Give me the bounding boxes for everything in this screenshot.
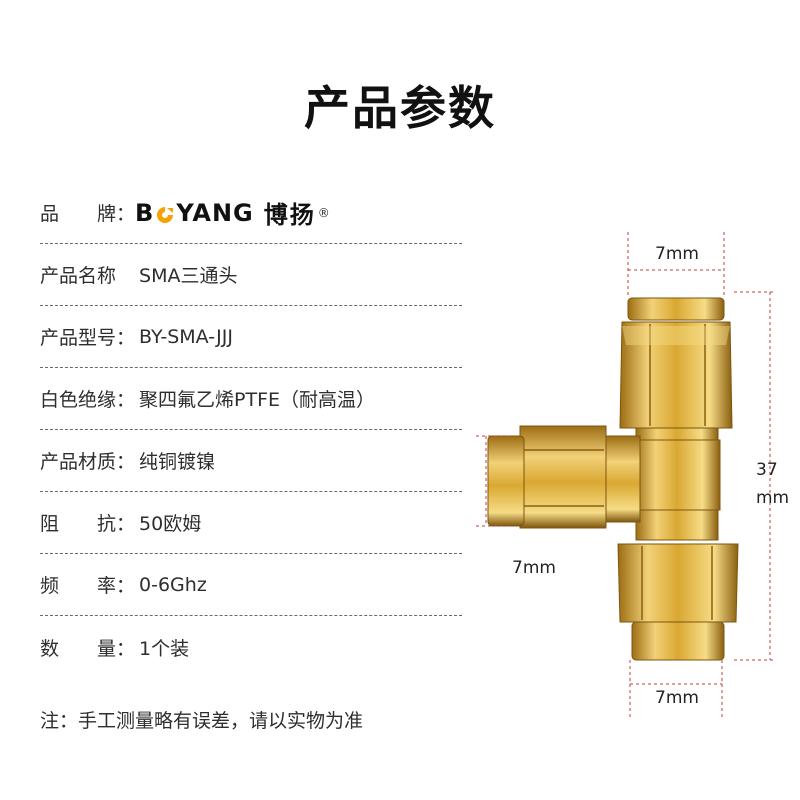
spec-value: 聚四氟乙烯PTFE（耐高温）	[139, 389, 376, 411]
spec-label: 阻 抗：	[40, 513, 136, 535]
dimension-side-width: 7mm	[512, 558, 556, 578]
spec-label: 频 率：	[40, 575, 136, 597]
spec-row-quantity: 数 量： 1个装	[40, 616, 462, 678]
measurement-note: 注：手工测量略有误差，请以实物为准	[40, 710, 364, 732]
dimension-height-value: 37	[756, 460, 778, 480]
spec-value: BY-SMA-JJJ	[139, 325, 233, 348]
brand-chinese-name: 博扬	[263, 201, 316, 229]
spec-label: 产品名称	[40, 265, 136, 287]
spec-row-impedance: 阻 抗： 50欧姆	[40, 492, 462, 554]
spec-row-model: 产品型号： BY-SMA-JJJ	[40, 306, 462, 368]
spec-value: SMA三通头	[139, 265, 238, 287]
spec-row-frequency: 频 率： 0-6Ghz	[40, 554, 462, 616]
tee-vertical-body	[617, 297, 739, 661]
spec-value: 0-6Ghz	[139, 573, 207, 596]
spec-value: 1个装	[139, 637, 190, 660]
tee-side-branch	[487, 425, 641, 529]
spec-label: 产品材质：	[40, 451, 136, 473]
spec-row-insulation: 白色绝缘： 聚四氟乙烯PTFE（耐高温）	[40, 368, 462, 430]
spec-value: 纯铜镀镍	[139, 451, 216, 473]
spec-row-material: 产品材质： 纯铜镀镍	[40, 430, 462, 492]
spec-label: 数 量：	[40, 637, 136, 660]
spec-label: 品 牌：	[40, 203, 136, 225]
dimension-lines	[476, 232, 776, 718]
spec-label: 产品型号：	[40, 327, 136, 349]
registered-mark: ®	[317, 205, 330, 220]
dimension-bottom-width: 7mm	[655, 688, 699, 708]
page-title: 产品参数	[304, 81, 496, 135]
brand-logo-o-icon	[156, 204, 174, 223]
dimension-height-unit: mm	[756, 488, 790, 508]
brand-logo: B YANG	[135, 198, 254, 227]
dimension-top-width: 7mm	[655, 244, 699, 264]
spec-value: 50欧姆	[139, 513, 202, 535]
spec-row-product-name: 产品名称 SMA三通头	[40, 244, 462, 306]
spec-row-brand: 品 牌： B YANG 博扬 ®	[40, 182, 462, 244]
spec-label: 白色绝缘：	[40, 389, 136, 411]
